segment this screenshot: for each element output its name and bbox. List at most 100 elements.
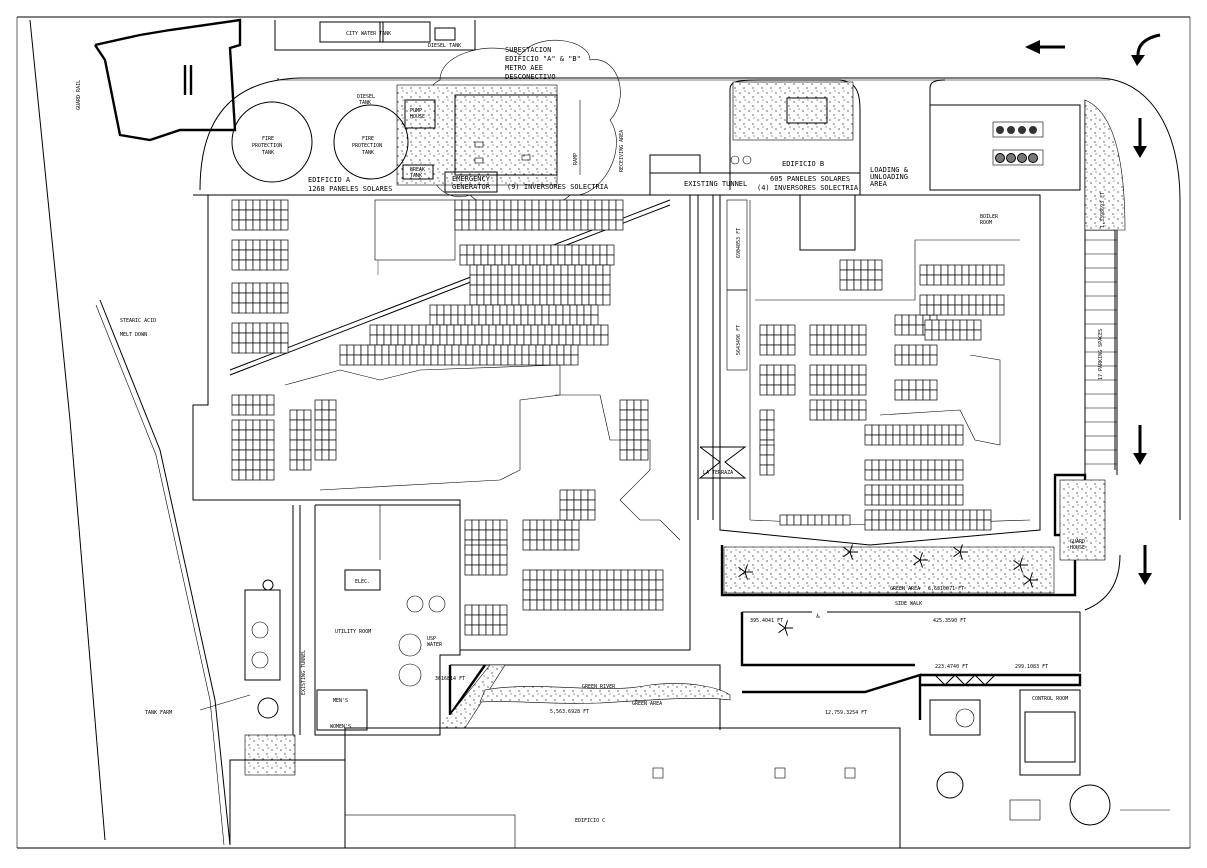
fire-protection-tank-1 xyxy=(231,101,313,183)
fire-tank-1-label: TANK xyxy=(262,150,274,156)
area-6904-label: 6904053 FT xyxy=(736,228,742,258)
solar-panel-array xyxy=(429,304,599,326)
equipment-marker xyxy=(1017,153,1027,163)
solar-panel-array xyxy=(231,282,289,314)
pump-house-label: HOUSE xyxy=(410,114,425,120)
solar-panel-array xyxy=(759,364,796,396)
solar-panel-array xyxy=(454,199,624,231)
guard-house-label: GUARD xyxy=(1070,539,1085,545)
substation-label-4: DESCONECTIVO xyxy=(505,73,556,81)
solar-panel-array xyxy=(559,489,596,521)
equipment-marker xyxy=(1007,126,1015,134)
solar-panel-array xyxy=(522,569,664,591)
la-terraza-label: LA TERRAZA xyxy=(703,470,733,476)
usp-water-label: USP xyxy=(427,636,436,642)
green-area-b: GREEN AREA 6,6310071 FT SIDE WALK xyxy=(720,473,1106,607)
solar-panel-array xyxy=(864,424,964,446)
fire-tank-1-label: FIRE xyxy=(262,136,274,142)
edificio-b: EDIFICIO B 605 PANELES SOLARES (4) INVER… xyxy=(719,79,1041,546)
traffic-arrow-curved xyxy=(1131,33,1161,66)
fire-tank-1-label: PROTECTION xyxy=(252,143,282,149)
edificio-a-panels: 1268 PANELES SOLARES xyxy=(308,185,392,193)
solar-panel-arrays xyxy=(231,199,1005,636)
traffic-arrow-left xyxy=(1025,40,1065,54)
womens-restroom-label: WOMEN'S xyxy=(330,724,351,730)
tree-icon xyxy=(778,620,793,636)
utilities-yard xyxy=(396,84,558,186)
emergency-generator xyxy=(444,171,498,193)
pump-house xyxy=(404,99,436,129)
solar-panel-array xyxy=(314,399,337,461)
fire-tank-2-label: PROTECTION xyxy=(352,143,382,149)
substation-label-2: EDIFICIO "A" & "B" xyxy=(505,55,581,63)
drawing-frame xyxy=(16,16,1191,849)
accessible-parking-icon: ♿ xyxy=(816,612,820,620)
solar-panel-array xyxy=(469,284,611,306)
tree-icon xyxy=(913,552,928,568)
utility-room-label: UTILITY ROOM xyxy=(335,629,371,635)
solar-panel-array xyxy=(231,239,289,271)
stearic-label-1: STEARIC ACID xyxy=(120,318,156,324)
green-river-area: GREEN RIVER GREEN AREA 5,563.6928 FT 361… xyxy=(435,664,731,730)
equipment-marker xyxy=(1029,126,1037,134)
traffic-arrow-down xyxy=(1138,545,1152,585)
guard-house-label: HOUSE xyxy=(1070,545,1085,551)
inversores-a-label: (9) INVERSORES SOLECTRIA xyxy=(507,183,609,191)
diesel-tank-label: DIESEL xyxy=(357,94,375,100)
solar-panel-array xyxy=(839,259,883,291)
area-6631-label: 6,6310071 FT xyxy=(928,586,964,592)
solar-panel-array xyxy=(369,324,609,346)
green-area-top-label: GREEN AREA xyxy=(890,586,920,592)
tank-farm-label: TANK FARM xyxy=(145,710,172,716)
guard-rail-boundary: GUARD RAIL xyxy=(29,18,242,846)
solar-panel-array xyxy=(759,444,775,476)
equipment-markers xyxy=(995,126,1038,163)
stearic-label-2: MELT DOWN xyxy=(120,332,147,338)
equipment-marker xyxy=(1018,126,1026,134)
fire-tank-2-label: FIRE xyxy=(362,136,374,142)
diesel-tank-top-label: DIESEL TANK xyxy=(428,43,461,49)
la-terraza: LA TERRAZA xyxy=(698,446,747,479)
solar-panel-array xyxy=(522,589,664,611)
elec-label: ELEC. xyxy=(355,579,370,585)
tree-icon xyxy=(843,544,858,560)
solar-panel-array xyxy=(464,544,508,576)
solar-panel-array xyxy=(231,449,275,481)
tree-icon xyxy=(953,544,968,560)
solar-panel-array xyxy=(864,484,964,506)
solar-panel-array xyxy=(459,244,615,266)
traffic-arrow-down xyxy=(1133,425,1147,465)
emergency-generator-label: GENERATOR xyxy=(452,183,491,191)
mens-restroom-label: MEN'S xyxy=(333,698,348,704)
solar-panel-array xyxy=(894,344,938,366)
area-299-label: 299.1083 FT xyxy=(1015,664,1048,670)
green-river-label: GREEN RIVER xyxy=(582,684,616,690)
area-5563-label: 5,563.6928 FT xyxy=(550,709,589,715)
loading-label: AREA xyxy=(870,180,888,188)
area-1339-label: 1,3398693 FT xyxy=(1100,192,1106,228)
edificio-c-label: EDIFICIO C xyxy=(575,818,605,824)
equipment-marker xyxy=(1028,153,1038,163)
edificio-b-label: EDIFICIO B xyxy=(782,160,824,168)
diesel-tank-top xyxy=(434,27,456,41)
inversores-b-label: (4) INVERSORES SOLECTRIA xyxy=(757,184,859,192)
solar-panel-array xyxy=(894,379,938,401)
area-5643-label: 5643496 FT xyxy=(736,325,742,355)
solar-panel-array xyxy=(809,399,867,421)
break-tank xyxy=(402,164,434,180)
equipment-marker xyxy=(1006,153,1016,163)
solar-panel-array xyxy=(231,419,275,451)
guard-house-gate xyxy=(1084,554,1121,611)
tree-icon xyxy=(1013,557,1028,573)
control-room-label: CONTROL ROOM xyxy=(1032,696,1068,702)
area-223-label: 223.4740 FT xyxy=(935,664,968,670)
break-tank-label: BREAK xyxy=(410,167,425,173)
solar-panel-array xyxy=(619,399,649,431)
edificio-c: EDIFICIO C xyxy=(229,727,901,849)
edificio-a-label: EDIFICIO A xyxy=(308,176,351,184)
side-walk-label: SIDE WALK xyxy=(895,601,922,607)
usp-water-label: WATER xyxy=(427,642,443,648)
receiving-area-label: RECEIVING AREA xyxy=(619,130,625,172)
city-water-tank-label: CITY WATER TANK xyxy=(346,31,391,37)
solar-panel-array xyxy=(809,364,867,396)
